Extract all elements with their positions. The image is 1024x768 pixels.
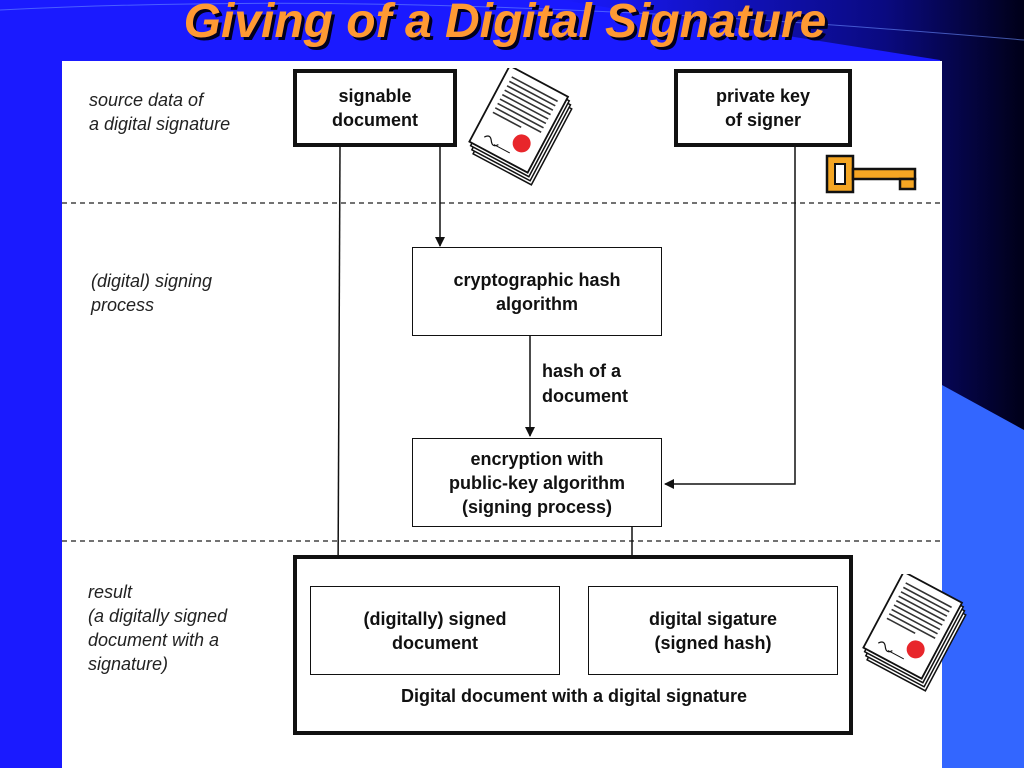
document-stack-icon: [862, 574, 967, 692]
stage-label-result: result (a digitally signed document with…: [88, 582, 228, 674]
stage-label-source: source data of a digital signature: [89, 90, 231, 134]
result-caption: Digital document with a digital signatur…: [400, 686, 748, 706]
hash-of-document-label: hash of a document: [542, 361, 629, 406]
digital-signature-box: digital sigature (signed hash): [588, 586, 838, 675]
signed-document-box: (digitally) signed document: [310, 586, 560, 675]
signable-document-box: signable document: [293, 69, 457, 147]
stage-label-process: (digital) signing process: [91, 271, 213, 315]
hash-algorithm-box: cryptographic hash algorithm: [412, 247, 662, 336]
document-stack-icon: [468, 68, 573, 186]
slide-title: Giving of a Digital Signature: [183, 0, 827, 48]
key-icon: [825, 154, 917, 194]
private-key-box: private key of signer: [674, 69, 852, 147]
encryption-box: encryption with public-key algorithm (si…: [412, 438, 662, 527]
